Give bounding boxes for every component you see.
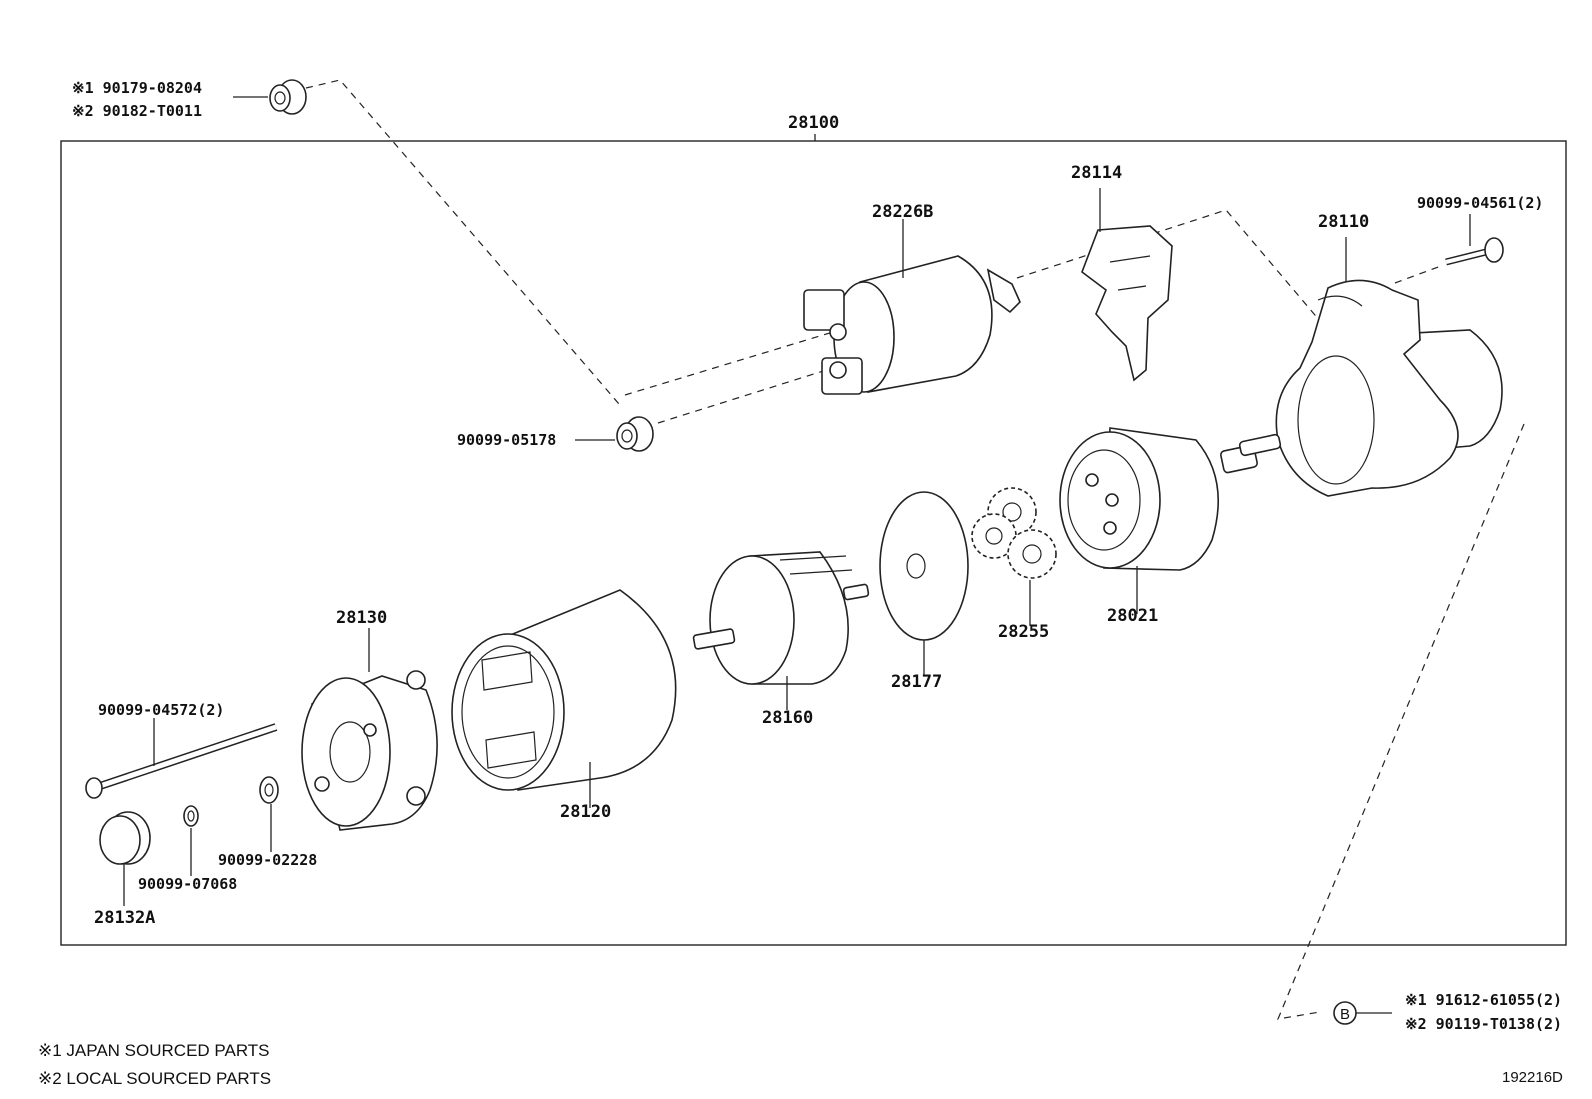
plate-28177-part [879, 491, 969, 676]
label-washer-02228: 90099-02228 [218, 851, 318, 869]
label-28160: 28160 [762, 708, 814, 728]
note-japan-sourced: ※1 JAPAN SOURCED PARTS [38, 1041, 270, 1060]
cap-28132a-part [99, 811, 151, 906]
top-cap-part [233, 79, 307, 115]
label-28120: 28120 [560, 802, 612, 822]
label-28110: 28110 [1318, 212, 1370, 232]
yoke-28120-part [451, 589, 677, 808]
label-bolt-04561: 90099-04561(2) [1417, 194, 1544, 212]
label-assembly-28100: 28100 [788, 113, 840, 133]
label-28132a: 28132A [94, 908, 156, 928]
housing-28110-part [1275, 237, 1503, 497]
long-bolt-04572-part [85, 718, 278, 799]
nut-05178-part [575, 416, 654, 452]
diagram-id: 192216D [1502, 1069, 1563, 1086]
label-cap-top-2: ※2 90182-T0011 [72, 102, 202, 120]
label-nut-05178: 90099-05178 [457, 431, 557, 449]
note-local-sourced: ※2 LOCAL SOURCED PARTS [38, 1069, 272, 1088]
label-bolt-04572: 90099-04572(2) [98, 701, 225, 719]
label-ring-07068: 90099-07068 [138, 875, 238, 893]
label-28177: 28177 [891, 672, 943, 692]
label-28114: 28114 [1071, 163, 1123, 183]
b-marker-leader [1333, 1001, 1392, 1025]
label-28226b: 28226B [872, 202, 934, 222]
label-28130: 28130 [336, 608, 388, 628]
assembly-frame [60, 140, 1567, 946]
ring-07068-part [183, 805, 199, 876]
clutch-28021-part [1059, 427, 1282, 614]
endframe-28130-part [301, 628, 438, 831]
label-cap-top-1: ※1 90179-08204 [72, 79, 202, 97]
label-b-part-2: ※2 90119-T0138(2) [1405, 1015, 1563, 1033]
solenoid-28226b-part [803, 219, 1021, 395]
washer-02228-part [259, 776, 279, 852]
label-b-part-1: ※1 91612-61055(2) [1405, 991, 1563, 1009]
armature-28160-part [692, 551, 870, 710]
label-28021: 28021 [1107, 606, 1159, 626]
lever-28114-part [1081, 188, 1173, 382]
bolt-04561-part [1445, 214, 1504, 266]
gears-28255-part [971, 487, 1057, 626]
dashed-guides [305, 79, 1525, 1020]
label-28255: 28255 [998, 622, 1050, 642]
b-marker-letter: B [1340, 1006, 1350, 1023]
